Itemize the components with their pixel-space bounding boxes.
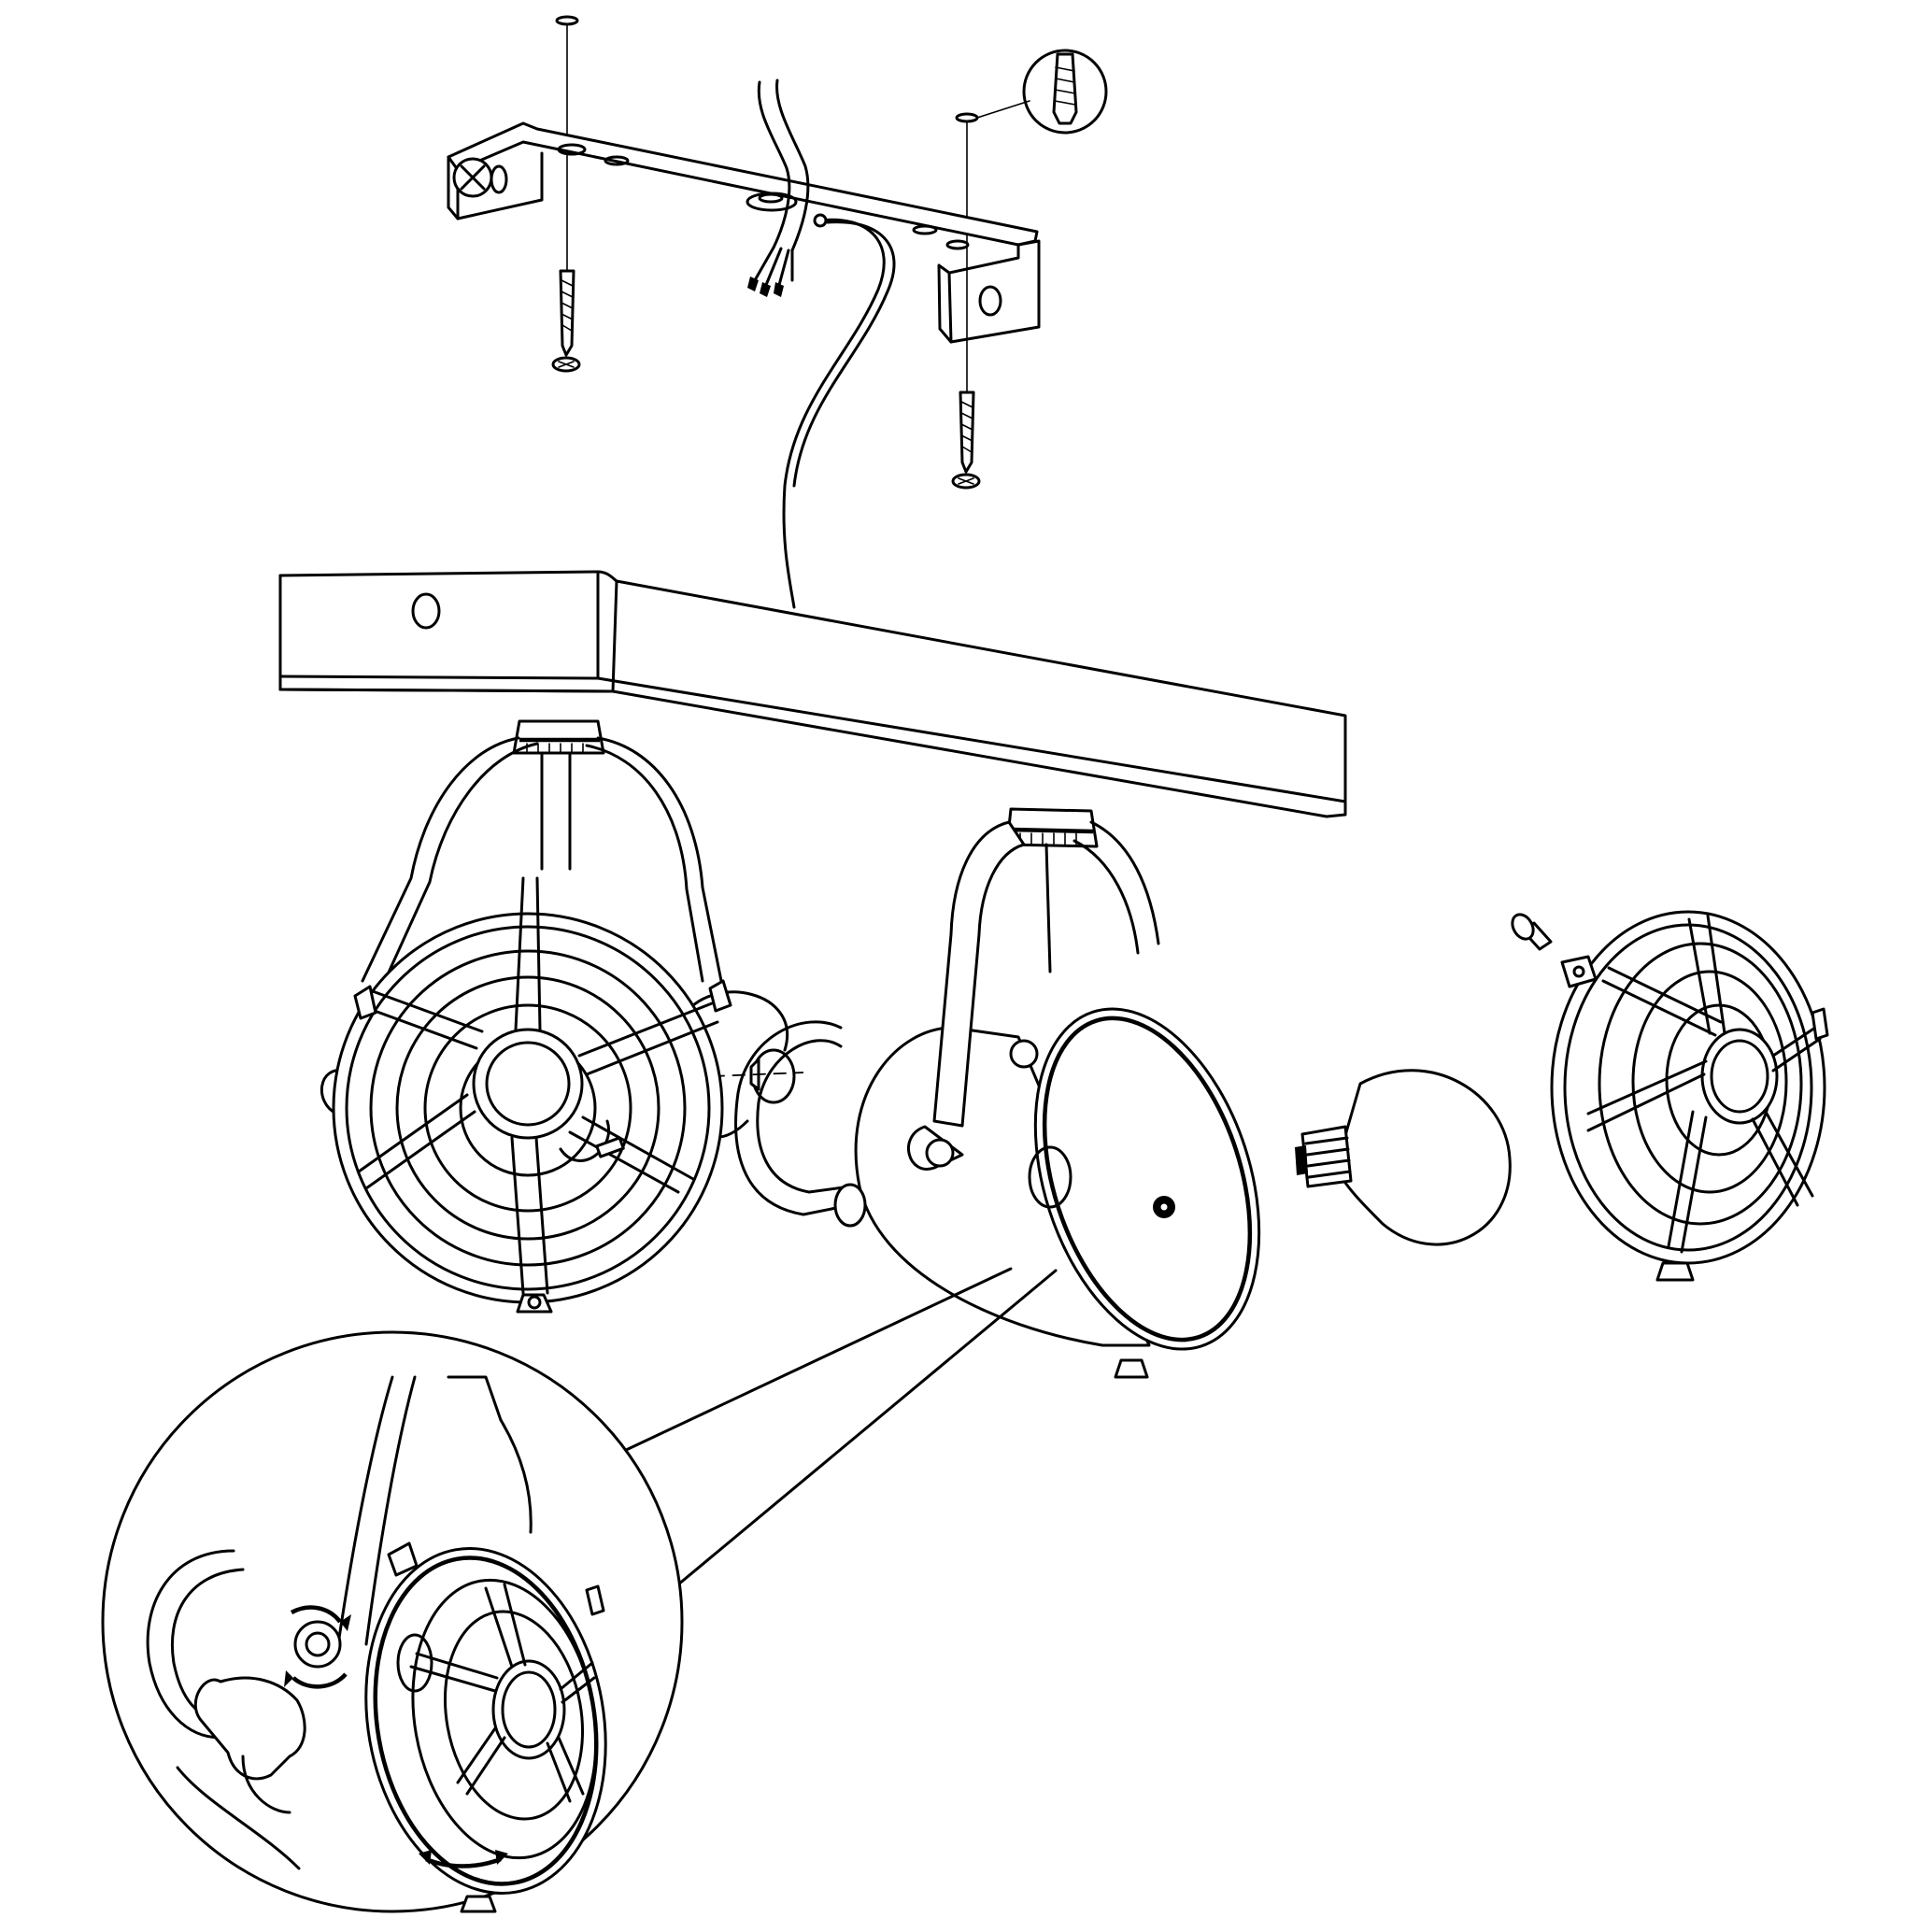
detail-callout	[101, 1267, 1058, 1913]
base-box	[278, 570, 1347, 818]
screw-right	[951, 112, 981, 490]
screw-left	[551, 15, 581, 373]
bulb	[1295, 1069, 1512, 1246]
mounting-bracket	[447, 121, 1041, 344]
spot-right	[734, 807, 1261, 1379]
earth-wire	[782, 213, 896, 609]
detached-grille	[1511, 910, 1829, 1282]
wall-plug-callout	[976, 49, 1108, 135]
mains-cable	[747, 78, 810, 297]
spot-left	[320, 719, 804, 1314]
